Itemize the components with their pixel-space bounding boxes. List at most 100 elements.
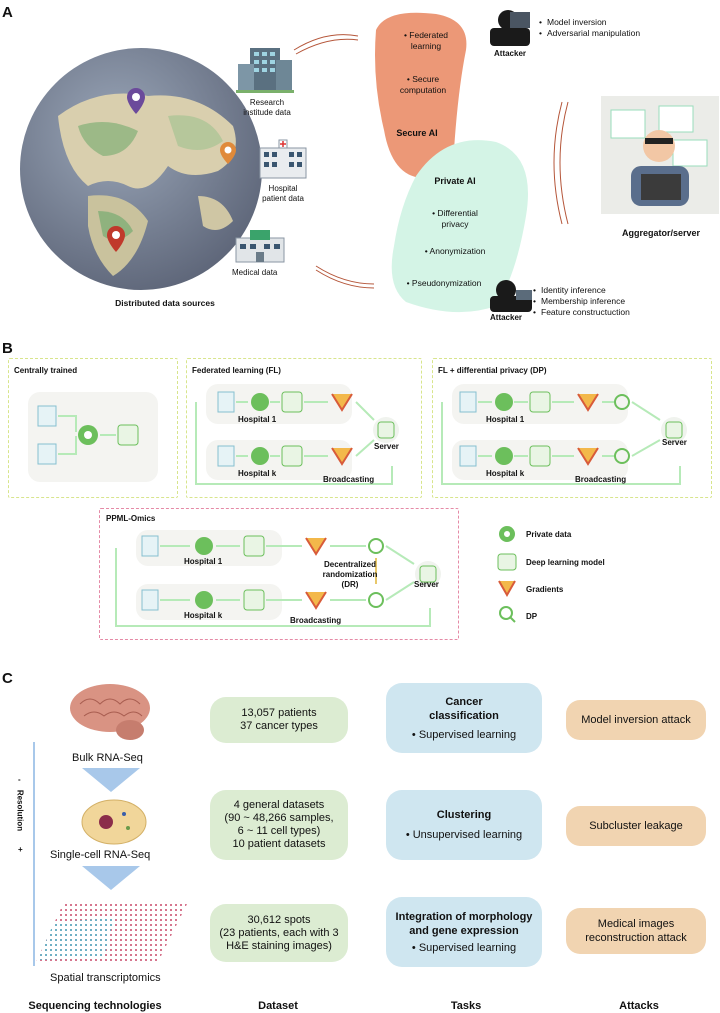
private-ai-item-dp: • Differential privacy (432, 208, 478, 229)
centrally-flow-diagram (37, 405, 139, 465)
fl-server: Server (374, 442, 399, 451)
resolution-minus: - (18, 775, 21, 784)
secure-ai-title: Secure AI (396, 128, 438, 138)
tech-single-cell-label: Single-cell RNA-Seq (50, 849, 151, 861)
panel-a-letter: A (2, 4, 13, 21)
attack-item: Membership inference (541, 296, 626, 306)
ppml-title: PPML-Omics (106, 514, 156, 523)
dataset-single-cell: 4 general datasets (90 ~ 48,266 samples,… (210, 790, 348, 860)
tech-spatial-label: Spatial transcriptomics (50, 972, 161, 984)
attack-item: Identity inference (541, 285, 606, 295)
secure-ai-item-secure-computation: • Secure computation (399, 74, 447, 95)
task-title: Cancer classification (429, 696, 499, 722)
hospital-patient-label: Hospital patient data (262, 184, 304, 203)
spatial-grid-icon (36, 902, 188, 962)
private-ai-item-anonymization: • Anonymization (424, 246, 486, 256)
resolution-label: Resolution (15, 789, 25, 832)
task-title: Integration of morphology and gene expre… (395, 911, 533, 937)
attack-item: Adversarial manipulation (547, 28, 641, 38)
tech-bulk-label: Bulk RNA-Seq (72, 752, 143, 764)
attack-bullets: •• (539, 17, 542, 38)
attack-bullets: ••• (533, 285, 536, 317)
deep-learning-model-icon (497, 553, 517, 571)
resolution-plus: + (18, 845, 23, 854)
fl-title: Federated learning (FL) (192, 366, 281, 375)
attack-item: Feature constructuction (541, 307, 630, 317)
resolution-axis (33, 742, 35, 966)
map-pin-icon (127, 88, 145, 114)
legend-deep-learning-model: Deep learning model (526, 558, 605, 567)
task-sub: • Supervised learning (411, 729, 517, 741)
fldp-hospital-k: Hospital k (486, 469, 525, 478)
attacker-top-label: Attacker (494, 49, 527, 58)
secure-ai-item-federated: • Federated learning (403, 30, 449, 51)
attacker-bottom-list: Identity inference Membership inference … (533, 285, 630, 318)
task-cancer-classification: Cancer classification • Supervised learn… (386, 683, 542, 753)
dataset-bulk: 13,057 patients 37 cancer types (210, 697, 348, 743)
panel-c-letter: C (2, 670, 13, 687)
fl-broadcasting: Broadcasting (323, 475, 375, 484)
research-building-icon (236, 48, 294, 93)
private-ai-title: Private AI (434, 176, 476, 186)
task-clustering: Clustering • Unsupervised learning (386, 790, 542, 860)
globe-illustration (20, 48, 262, 290)
connector-arrow-icon (315, 265, 375, 289)
centrally-trained-box (8, 358, 178, 498)
gradients-icon (498, 580, 516, 598)
fl-flow-diagram (195, 391, 399, 485)
attacker-icon (490, 10, 530, 46)
fldp-server: Server (662, 438, 687, 447)
connector-arrow-icon (553, 101, 569, 225)
private-data-icon (499, 526, 515, 542)
task-sub: • Supervised learning (411, 942, 517, 954)
brain-icon (70, 684, 150, 740)
task-title: Clustering (436, 809, 492, 821)
medical-data-label: Medical data (232, 268, 278, 277)
aggregator-label: Aggregator/server (622, 228, 701, 238)
medical-building-icon (235, 230, 285, 263)
map-pin-icon (107, 226, 125, 252)
attack-model-inversion: Model inversion attack (566, 700, 706, 740)
distributed-sources-caption: Distributed data sources (115, 298, 215, 308)
triangle-arrow-icon (82, 866, 140, 890)
research-institute-label: Research institude data (243, 98, 291, 117)
aggregator-illustration (601, 96, 719, 214)
col-head-sequencing: Sequencing technologies (28, 1000, 162, 1012)
dp-icon (499, 606, 516, 623)
map-pin-icon (220, 142, 236, 164)
fl-hospital-1: Hospital 1 (238, 415, 277, 424)
task-integration: Integration of morphology and gene expre… (386, 897, 542, 967)
ppml-server: Server (414, 580, 439, 589)
ppml-flow-diagram (115, 535, 441, 627)
ppml-hospital-1: Hospital 1 (184, 557, 223, 566)
attacker-top-list: Model inversion Adversarial manipulation (539, 17, 640, 39)
attack-subcluster-leakage: Subcluster leakage (566, 806, 706, 846)
ppml-broadcasting: Broadcasting (290, 616, 342, 625)
connector-arrow-icon (293, 34, 359, 55)
attack-image-reconstruction: Medical images reconstruction attack (566, 908, 706, 954)
col-head-tasks: Tasks (450, 1000, 482, 1012)
fldp-flow-diagram (441, 391, 687, 485)
task-sub: • Unsupervised learning (405, 829, 523, 841)
triangle-arrow-icon (82, 768, 140, 792)
col-head-dataset: Dataset (258, 1000, 298, 1012)
attack-item: Model inversion (547, 17, 607, 27)
ppml-dr-label: Decentralized randomization (DR) (322, 560, 378, 589)
ppml-omics-box (99, 508, 459, 640)
fldp-broadcasting: Broadcasting (575, 475, 627, 484)
private-ai-item-pseudonymization: • Pseudonymization (406, 278, 482, 288)
cell-icon (81, 799, 147, 845)
attacker-icon (490, 280, 532, 312)
legend-gradients: Gradients (526, 585, 564, 594)
hospital-building-icon (259, 139, 307, 179)
fldp-hospital-1: Hospital 1 (486, 415, 525, 424)
private-ai-shape (391, 140, 528, 313)
fldp-title: FL + differential privacy (DP) (438, 366, 547, 375)
dataset-spatial: 30,612 spots (23 patients, each with 3 H… (210, 904, 348, 962)
col-head-attacks: Attacks (619, 1000, 659, 1012)
legend-dp: DP (526, 612, 538, 621)
fl-box (186, 358, 422, 498)
fl-hospital-k: Hospital k (238, 469, 277, 478)
centrally-trained-title: Centrally trained (14, 366, 78, 375)
legend-private-data: Private data (526, 530, 572, 539)
